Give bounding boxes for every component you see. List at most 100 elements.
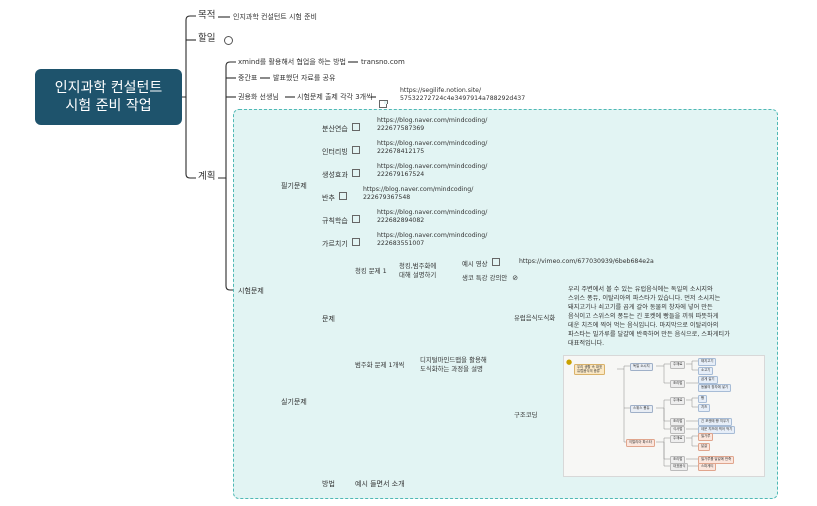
written-item-interleaving[interactable]: 인터리빙 xyxy=(322,145,361,156)
q1-example-video[interactable]: 예시 영상 xyxy=(462,257,501,268)
url-line2: 222679167524 xyxy=(377,171,425,179)
thumb-node: 밀가루를 달걀에 반죽 xyxy=(698,456,735,464)
topic-written[interactable]: 필기문제 xyxy=(281,182,307,190)
thumb-node: 동물의 창자에 넣기 xyxy=(698,384,732,392)
thumb-node: 이탈리아 파스타 xyxy=(626,439,655,447)
topic-plan[interactable]: 계획 xyxy=(198,171,216,182)
q1-desc-line2: 대해 설명하기 xyxy=(399,270,437,279)
root-topic[interactable]: 인지과학 컨설턴트 시험 준비 작업 xyxy=(35,69,182,125)
paragraph-line: 스위스 퐁듀, 이탈리아의 파스타가 있습니다. 먼저 소시지는 xyxy=(568,294,721,302)
written-item-rule-learning[interactable]: 규칙학습 xyxy=(322,214,361,225)
external-link-icon[interactable] xyxy=(379,93,388,112)
written-item-url[interactable]: https://blog.naver.com/mindcoding/222683… xyxy=(377,232,487,249)
thumb-node: 빵 xyxy=(698,395,708,403)
external-link-icon[interactable] xyxy=(491,257,501,266)
plan-item-xmind-link[interactable]: transno.com xyxy=(361,58,405,66)
topic-exam[interactable]: 시험문제 xyxy=(238,287,264,295)
url-line2: 222679367548 xyxy=(363,194,411,202)
written-item-label: 생성효과 xyxy=(322,171,348,179)
written-item-spaced[interactable]: 분산연습 xyxy=(322,122,361,133)
thumb-node: 독일 소시지 xyxy=(630,363,653,371)
url-line1: https://blog.naver.com/mindcoding/ xyxy=(363,186,474,193)
plan-item-teacher-task[interactable]: 시험문제 출제 각각 3개씩 xyxy=(297,93,373,101)
url-line2: 222682894082 xyxy=(377,217,425,225)
lightbulb-icon: ● xyxy=(566,358,573,366)
structure-coding-topic[interactable]: 구조코딩 xyxy=(514,411,538,419)
root-title-line1: 인지과학 컨설턴트 xyxy=(54,79,163,96)
written-item-url[interactable]: https://blog.naver.com/mindcoding/222679… xyxy=(363,186,473,203)
thumb-node: 식사법 xyxy=(670,426,686,434)
url-line1: https://segilife.notion.site/ xyxy=(400,87,482,94)
plan-item-teacher[interactable]: 권용화 선생님 xyxy=(238,93,279,101)
food-paragraph[interactable]: 우리 주변에서 볼 수 있는 유럽음식에는 독일의 소시지와 스위스 퐁듀, 이… xyxy=(568,286,730,349)
example-label: 예시 영상 xyxy=(462,260,488,268)
topic-goal[interactable]: 목적 xyxy=(198,10,216,21)
thumb-title-line2: 유럽음식의 종류 xyxy=(577,368,600,373)
thumb-node: 밀가루 xyxy=(698,433,714,441)
thumbnail-lines xyxy=(617,360,698,467)
external-link-icon[interactable] xyxy=(351,168,361,177)
q1-lecture[interactable]: 생코 특강 강의안 ⊘ xyxy=(462,274,518,282)
thumb-node: 대표음식 xyxy=(670,463,689,471)
q2-categorization[interactable]: 범주화 문제 1개씩 xyxy=(355,361,405,369)
q1-desc-line1: 청킹,범주화에 xyxy=(399,262,437,270)
topic-method[interactable]: 방법 xyxy=(322,480,335,488)
written-item-url[interactable]: https://blog.naver.com/mindcoding/222679… xyxy=(377,163,487,180)
plan-item-midterm-child[interactable]: 발표했던 자료를 공유 xyxy=(273,74,336,82)
paragraph-line: 우리 주변에서 볼 수 있는 유럽음식에는 독일의 소시지와 xyxy=(568,286,713,293)
written-item-url[interactable]: https://blog.naver.com/mindcoding/222678… xyxy=(377,140,487,157)
goal-child[interactable]: 인지과학 컨설턴트 시험 준비 xyxy=(233,13,317,21)
q1-description[interactable]: 청킹,범주화에 대해 설명하기 xyxy=(399,262,436,280)
method-child[interactable]: 예시 들면서 소개 xyxy=(355,480,405,488)
written-item-url[interactable]: https://blog.naver.com/mindcoding/222682… xyxy=(377,209,487,226)
external-link-icon[interactable] xyxy=(351,145,361,154)
external-link-icon[interactable] xyxy=(351,214,361,223)
written-item-label: 규칙학습 xyxy=(322,217,348,225)
url-line1: https://blog.naver.com/mindcoding/ xyxy=(377,232,488,239)
thumb-node: 주재료 xyxy=(670,397,686,405)
topic-problem[interactable]: 문제 xyxy=(322,315,335,323)
q1-example-url[interactable]: https://vimeo.com/677030939/6beb684e2a xyxy=(519,258,654,265)
q1-chunking[interactable]: 청킹 문제 1 xyxy=(355,267,387,275)
external-link-icon[interactable] xyxy=(351,122,361,131)
thumb-node: 치즈 xyxy=(698,404,711,412)
plan-item-teacher-url[interactable]: https://segilife.notion.site/ 5753227272… xyxy=(400,87,525,104)
plan-item-xmind[interactable]: xmind를 활용해서 협업을 하는 방법 xyxy=(238,58,346,66)
q2-description[interactable]: 디지털마인드맵을 활용해 도식화하는 과정을 설명 xyxy=(420,356,487,375)
url-line2: 57532272724c4e3497914a788292d437 xyxy=(400,95,526,103)
attachment-icon[interactable]: ⊘ xyxy=(512,274,519,282)
written-item-rumination[interactable]: 반추 xyxy=(322,191,348,202)
written-item-url[interactable]: https://blog.naver.com/mindcoding/222677… xyxy=(377,117,487,134)
thumb-node: 주재료 xyxy=(670,435,686,443)
url-line2: 222677587369 xyxy=(377,125,425,133)
paragraph-line: 음식이고 스위스의 퐁듀는 긴 포켓에 빵들을 끼워 따뜻하게 xyxy=(568,312,719,320)
thumb-node: 긴 포켓에 빵 끼우기 xyxy=(698,418,733,426)
topic-todo[interactable]: 할일 xyxy=(198,33,216,44)
paragraph-line: 대표적입니다. xyxy=(568,339,605,347)
q2-desc-line1: 디지털마인드맵을 활용해 xyxy=(420,356,487,364)
lecture-label: 생코 특강 강의안 xyxy=(462,274,508,282)
food-diagram-topic[interactable]: 유럽음식도식화 xyxy=(514,314,556,322)
written-item-label: 가르치기 xyxy=(322,240,348,248)
written-item-label: 반추 xyxy=(322,194,335,202)
external-link-icon[interactable] xyxy=(351,237,361,246)
written-item-label: 분산연습 xyxy=(322,125,348,133)
topic-practical[interactable]: 실기문제 xyxy=(281,398,307,406)
written-item-label: 인터리빙 xyxy=(322,148,348,156)
written-item-generation[interactable]: 생성효과 xyxy=(322,168,361,179)
url-line1: https://blog.naver.com/mindcoding/ xyxy=(377,117,488,124)
thumb-node: 스파게티 xyxy=(698,463,717,471)
url-line1: https://blog.naver.com/mindcoding/ xyxy=(377,163,488,170)
external-link-icon[interactable] xyxy=(338,191,348,200)
thumb-node: 주재료 xyxy=(670,361,686,369)
paragraph-line: 데운 치즈에 찍어 먹는 음식입니다. 마지막으로 이탈리아의 xyxy=(568,321,719,329)
empty-circle-icon xyxy=(224,36,233,45)
thumb-node: 소고기 xyxy=(698,367,714,375)
url-line1: https://blog.naver.com/mindcoding/ xyxy=(377,209,488,216)
paragraph-line: 돼지고기나 쇠고기를 곱게 갈아 동물의 창자에 넣어 만든 xyxy=(568,303,713,311)
written-item-teaching[interactable]: 가르치기 xyxy=(322,237,361,248)
paragraph-line: 파스타는 밀가루를 달걀에 반죽하여 만든 음식으로, 스파게티가 xyxy=(568,330,730,338)
plan-item-midterm[interactable]: 중간표 xyxy=(238,74,258,82)
